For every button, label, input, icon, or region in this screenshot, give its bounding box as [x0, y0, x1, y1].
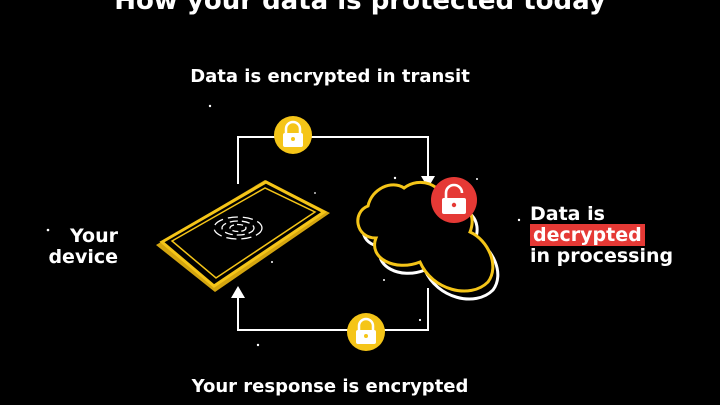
processing-label-line1: Data is [530, 203, 605, 225]
top-lock-icon [274, 116, 312, 154]
device-label-line2: device [48, 246, 118, 268]
bottom-flow-arrow [231, 286, 429, 331]
transit-label: Data is encrypted in transit [190, 66, 470, 87]
cloud-lock-open-icon [431, 177, 477, 223]
phone-icon [156, 180, 330, 292]
processing-label-line3: in processing [530, 245, 674, 267]
device-label: Your device [40, 226, 118, 268]
page-title: How your data is protected today [114, 0, 606, 16]
star-dots [46, 104, 521, 347]
processing-label: Data is decrypted in processing [530, 204, 673, 267]
top-flow-arrow [237, 136, 435, 188]
device-label-line1: Your [70, 225, 118, 247]
processing-label-highlight: decrypted [530, 224, 645, 246]
fingerprint-icon [213, 216, 263, 240]
bottom-lock-icon [347, 313, 385, 351]
response-label: Your response is encrypted [191, 376, 469, 397]
